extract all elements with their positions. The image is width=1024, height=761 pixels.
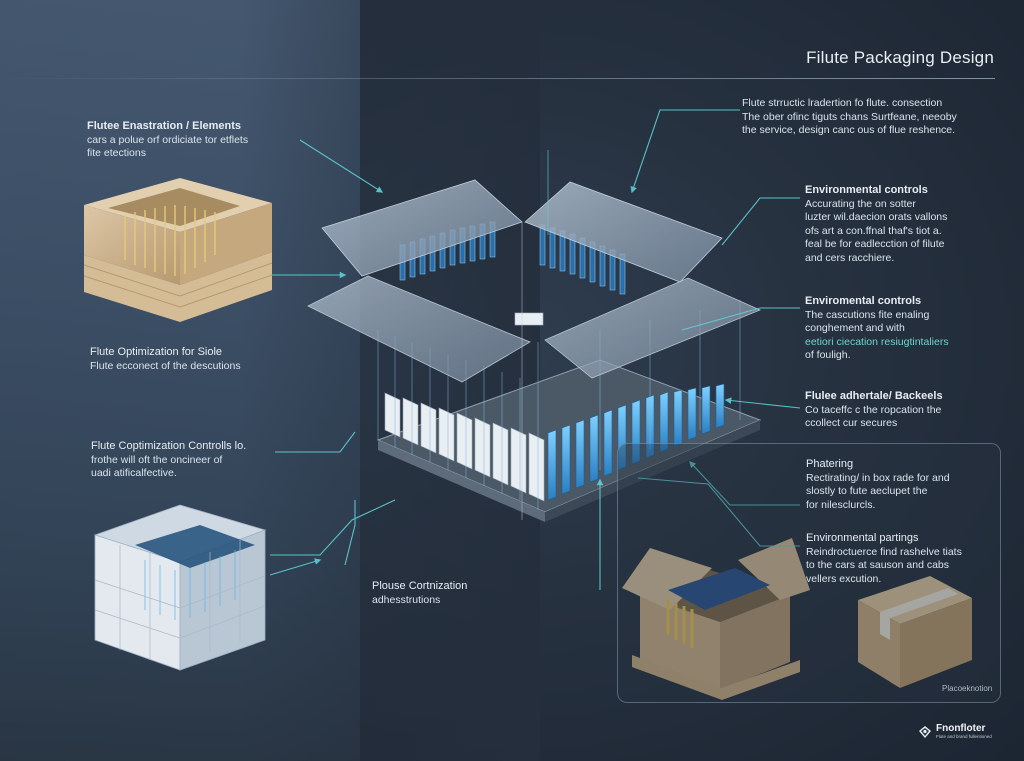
callout-heading: Flulee adhertale/ Backeels xyxy=(805,390,943,402)
central-flute-box-illustration xyxy=(307,179,762,522)
title-divider xyxy=(0,78,995,79)
center-chip-block xyxy=(514,312,544,326)
callout-line: cars a polue orf ordiciate tor etflets xyxy=(87,133,249,146)
callout-line: ccollect cur secures xyxy=(805,417,898,429)
packaging-detail-panel xyxy=(617,443,1001,703)
callout-flute-optimization: Flute Optimization for Siole Flute eccon… xyxy=(90,346,320,373)
callout-line: Flute strructic lradertion fo flute. con… xyxy=(742,97,943,109)
callout-line: frothe will oft the oncineer of xyxy=(91,453,223,466)
callout-adherence: Flulee adhertale/ Backeels Co taceffc c … xyxy=(805,390,1015,431)
callout-line: Flute ecconect of the descutions xyxy=(90,359,241,372)
callout-environmental-partings: Environmental partings Reindroctuerce fi… xyxy=(806,532,1006,586)
brand-logo: Fnonfloter Flute and brand fullentioned xyxy=(918,724,992,740)
callout-line: The ober ofinc tiguts chans Surtfeane, n… xyxy=(742,110,957,123)
callout-line: ofs art a con.ffnal thaf's tiot a. xyxy=(805,224,942,237)
callout-line: Reindroctuerce find rashelve tiats xyxy=(806,545,962,558)
callout-line: fite etections xyxy=(87,147,146,159)
closed-shipping-box-illustration xyxy=(858,576,972,688)
callout-line: vellers excution. xyxy=(806,572,882,585)
callout-environmental-controls-1: Environmental controls Accurating the on… xyxy=(805,184,1005,265)
page-title: Filute Packaging Design xyxy=(806,48,994,67)
callout-heading: Environmental controls xyxy=(805,184,928,196)
callout-flute-elements: Flutee Enastration / Elements cars a pol… xyxy=(87,120,317,161)
callout-line: luzter wil.daecion orats vallons xyxy=(805,211,948,223)
callout-line-highlight: eetiori ciecation resiugtintaliers xyxy=(805,335,949,348)
modular-cube-illustration xyxy=(93,504,267,671)
callout-heading: Flute Optimization for Siole xyxy=(90,346,223,358)
callout-line: the service, design canc ous of flue res… xyxy=(742,124,956,136)
callout-heading: Flutee Enastration / Elements xyxy=(87,120,242,132)
brand-tagline: Flute and brand fullentioned xyxy=(936,734,992,739)
callout-bottom-center: Plouse Cortnization adhesstrutions xyxy=(372,580,532,607)
callout-line: of fouligh. xyxy=(805,349,851,361)
callout-heading: Environmental partings xyxy=(806,532,919,544)
callout-heading: Flute Coptimization Controlls lo. xyxy=(91,440,247,452)
callout-environmental-controls-2: Enviromental controls The cascutions fit… xyxy=(805,295,1015,363)
callout-line: for nilesclurcls. xyxy=(806,498,876,511)
packaged-product-illustration xyxy=(622,538,810,700)
callout-line: The cascutions fite enaling xyxy=(805,308,930,321)
callout-line: uadi atificalfective. xyxy=(91,467,177,479)
callout-optimization-controls: Flute Coptimization Controlls lo. frothe… xyxy=(91,440,321,481)
callout-line: slostly to fute aeclupet the xyxy=(806,485,928,497)
callout-line: conghement and with xyxy=(805,322,905,334)
callout-top-right: Flute strructic lradertion fo flute. con… xyxy=(742,97,1012,138)
callout-line: and cers racchiere. xyxy=(805,251,895,264)
callout-phatering: Phatering Rectirating/ in box rade for a… xyxy=(806,458,1006,512)
callout-line: feal be for eadlecction of filute xyxy=(805,238,945,250)
panel-caption: Placoeknotion xyxy=(942,684,993,693)
diamond-logo-icon xyxy=(919,726,931,738)
callout-line: adhesstrutions xyxy=(372,593,441,606)
brand-name: Fnonfloter xyxy=(936,723,986,734)
callout-line: Accurating the on sotter xyxy=(805,197,916,210)
callout-heading: Plouse Cortnization xyxy=(372,580,468,592)
callout-heading: Phatering xyxy=(806,458,854,470)
callout-line: Co taceffc c the ropcation the xyxy=(805,403,942,416)
callout-line: Rectirating/ in box rade for and xyxy=(806,471,950,484)
kraft-cutaway-box-illustration xyxy=(83,178,273,322)
callout-line: to the cars at sauson and cabs xyxy=(806,559,950,571)
background-fade xyxy=(240,0,540,761)
callout-heading: Enviromental controls xyxy=(805,295,922,307)
